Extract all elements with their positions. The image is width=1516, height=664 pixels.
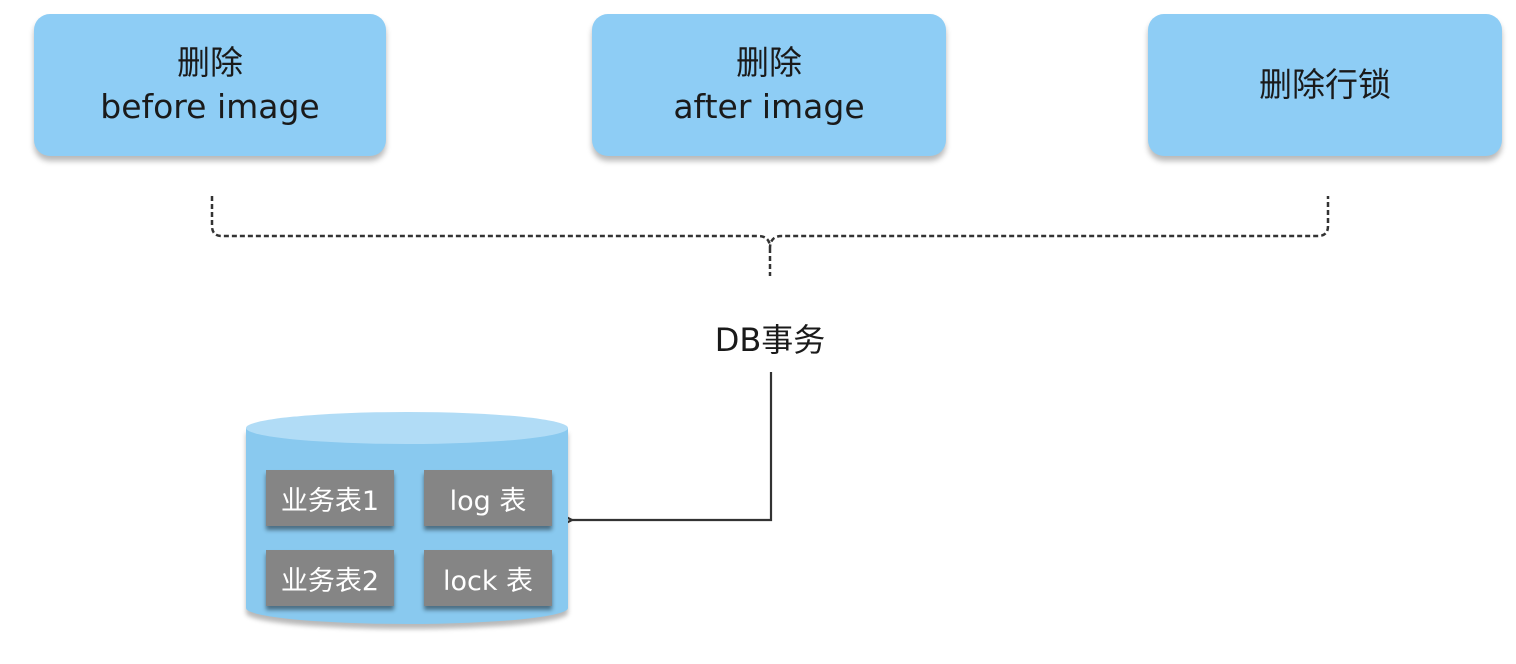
step-2-line-2: after image <box>673 87 865 126</box>
db-transaction-label: DB事务 <box>714 321 826 359</box>
table-lock: lock 表 <box>424 550 552 606</box>
arrow-to-database <box>572 372 773 520</box>
table-log: log 表 <box>424 470 552 526</box>
step-delete-row-lock: 删除行锁 <box>1148 14 1502 156</box>
database-cylinder-top <box>246 412 568 444</box>
step-delete-before-image: 删除 before image <box>34 14 386 156</box>
step-3-line-1: 删除行锁 <box>1259 65 1391 104</box>
step-1-line-1: 删除 <box>177 43 243 82</box>
table-business-2: 业务表2 <box>266 550 394 606</box>
table-business-1: 业务表1 <box>266 470 394 526</box>
step-delete-after-image: 删除 after image <box>592 14 946 156</box>
brace-dashed-line <box>210 196 1330 276</box>
step-2-line-1: 删除 <box>736 43 802 82</box>
step-1-line-2: before image <box>100 87 320 126</box>
